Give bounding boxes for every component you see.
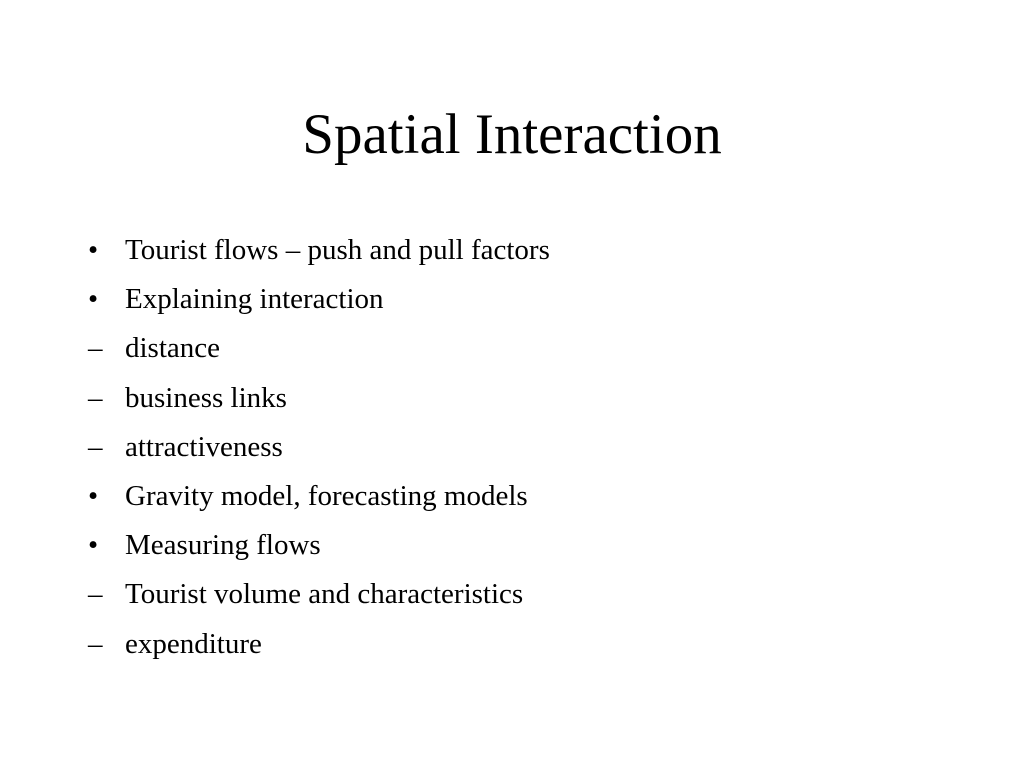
list-item: –distance xyxy=(88,328,550,377)
bullet-list: • Tourist flows – push and pull factors •… xyxy=(88,230,550,673)
list-item-text: distance xyxy=(125,332,221,365)
list-item-text: Explaining interaction xyxy=(125,283,384,316)
slide-title: Spatial Interaction xyxy=(302,103,722,166)
list-item-text: business links xyxy=(125,381,287,414)
dash-marker: – xyxy=(88,627,103,660)
dash-marker: – xyxy=(88,578,103,611)
list-item: • Gravity model, forecasting models xyxy=(88,476,550,525)
list-item-text: Tourist volume and characteristics xyxy=(125,578,524,611)
bullet-marker: • xyxy=(88,283,99,316)
bullet-marker: • xyxy=(88,479,99,512)
list-item: • Measuring flows xyxy=(88,525,550,574)
list-item-text: attractiveness xyxy=(125,430,283,463)
list-item: • Tourist flows – push and pull factors xyxy=(88,230,550,279)
dash-marker: – xyxy=(88,381,103,414)
dash-marker: – xyxy=(88,430,103,463)
list-item-text: Gravity model, forecasting models xyxy=(125,479,528,512)
list-item-text: Tourist flows – push and pull factors xyxy=(125,234,550,266)
list-item: –business links xyxy=(88,378,550,427)
list-item: –attractiveness xyxy=(88,427,550,476)
bullet-marker: • xyxy=(88,234,99,266)
list-item: –Tourist volume and characteristics xyxy=(88,574,550,623)
list-item: –expenditure xyxy=(88,624,550,673)
list-item: • Explaining interaction xyxy=(88,279,550,328)
dash-marker: – xyxy=(88,332,103,365)
bullet-marker: • xyxy=(88,529,99,562)
list-item-text: Measuring flows xyxy=(125,529,321,562)
list-item-text: expenditure xyxy=(125,627,262,660)
